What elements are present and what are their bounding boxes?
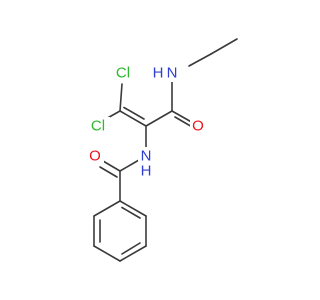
atom-chlorine-left: Cl [91, 118, 105, 135]
bond-ring-1 [119, 200, 147, 217]
bond-alkene-2 [123, 106, 145, 120]
dichloro-acrylamide-structure: Cl Cl N H O N H O [86, 38, 238, 262]
bond-ring-4 [93, 245, 121, 262]
bond-ethyl-ch3-ch2 [210, 38, 238, 55]
bond-ring-inner-b [121, 242, 141, 255]
atom-oxygen-benzoyl: O [89, 148, 101, 165]
atom-oxygen-amide: O [192, 118, 204, 135]
bond-nitrogen-benzoyl-carbon [119, 159, 140, 172]
bond-benzoyl-carbonyl-oxygen-2 [99, 166, 118, 178]
atom-chlorine-top: Cl [116, 65, 130, 82]
bond-ring-inner-a [121, 206, 141, 219]
bond-benzoyl-carbonyl-oxygen-1 [102, 160, 121, 172]
bond-carbon-chlorine-top [119, 83, 123, 112]
bond-ring-3 [119, 245, 147, 262]
atom-hydrogen-amide: H [153, 65, 164, 82]
atom-nitrogen-benzamide: N [141, 148, 152, 165]
bond-layer [93, 38, 238, 262]
atom-hydrogen-benzamide: H [141, 163, 152, 180]
bond-ethyl-ch2-n [188, 53, 212, 67]
atom-nitrogen-amide: N [167, 65, 178, 82]
bond-ring-6 [93, 200, 121, 217]
bond-carbonyl-alpha-carbon [145, 110, 173, 127]
bond-alkene-1 [119, 110, 147, 127]
atom-label-layer: Cl Cl N H O N H O [86, 64, 208, 180]
